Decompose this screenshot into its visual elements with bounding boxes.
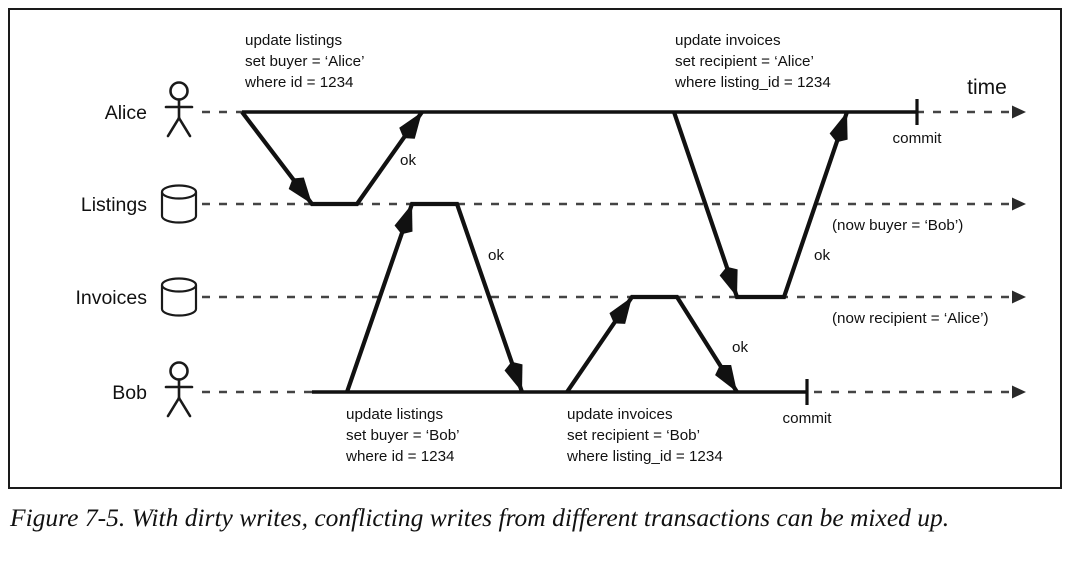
ok-label-ok-bob-listings: ok (488, 247, 504, 264)
message-path-alice-write-invoices (672, 111, 849, 300)
statement-line-bob-update-invoices-1: set recipient = ‘Bob’ (567, 427, 700, 444)
statement-line-bob-update-invoices-0: update invoices (567, 406, 673, 423)
statement-line-alice-update-invoices-2: where listing_id = 1234 (674, 74, 831, 91)
arrowhead-response-bob-write-listings (504, 361, 523, 392)
statement-line-bob-update-listings-1: set buyer = ‘Bob’ (346, 427, 460, 444)
message-path-bob-write-invoices (565, 294, 739, 394)
statement-line-alice-update-invoices-0: update invoices (675, 32, 781, 49)
statement-line-bob-update-listings-0: update listings (346, 406, 444, 423)
arrowhead-response-alice-write-invoices (829, 112, 848, 143)
lane-arrowhead-listings (1012, 197, 1026, 211)
lane-label-bob: Bob (112, 382, 147, 404)
statement-line-alice-update-listings-0: update listings (245, 32, 343, 49)
actor-icon-bob (164, 361, 194, 418)
message-path-alice-write-listings (240, 110, 424, 207)
actor-icon-alice (164, 81, 194, 138)
ok-label-ok-bob-invoices: ok (732, 339, 748, 356)
statement-line-alice-update-invoices-1: set recipient = ‘Alice’ (675, 53, 814, 70)
arrowhead-request-bob-write-invoices (609, 297, 632, 324)
time-axis-label: time (967, 76, 1007, 99)
ok-label-ok-alice-invoices: ok (814, 247, 830, 264)
lane-arrowhead-invoices (1012, 290, 1026, 304)
statement-line-bob-update-listings-2: where id = 1234 (345, 448, 455, 465)
statement-line-alice-update-listings-1: set buyer = ‘Alice’ (245, 53, 364, 70)
arrowhead-request-bob-write-listings (394, 204, 413, 235)
message-path-bob-write-listings (345, 201, 524, 393)
ok-label-ok-alice-listings: ok (400, 152, 416, 169)
database-icon-invoices (160, 277, 198, 317)
arrowhead-response-alice-write-listings (399, 112, 422, 139)
commit-label-bob-commit: commit (783, 410, 833, 427)
lane-label-alice: Alice (105, 102, 147, 124)
arrowhead-response-bob-write-invoices (715, 364, 737, 392)
lane-arrowhead-bob (1012, 385, 1026, 399)
statement-line-alice-update-listings-2: where id = 1234 (244, 74, 354, 91)
lane-label-invoices: Invoices (75, 287, 147, 309)
arrowhead-request-alice-write-listings (288, 177, 312, 204)
figure-caption: Figure 7-5. With dirty writes, conflicti… (10, 503, 950, 532)
database-icon-listings (160, 184, 198, 224)
commit-label-alice-commit: commit (893, 130, 943, 147)
state-note-invoices-note: (now recipient = ‘Alice’) (832, 310, 989, 327)
statement-line-bob-update-invoices-2: where listing_id = 1234 (566, 448, 723, 465)
lane-label-listings: Listings (81, 194, 147, 216)
lane-arrowhead-alice (1012, 105, 1026, 119)
arrowhead-request-alice-write-invoices (719, 266, 738, 297)
state-note-listings-note: (now buyer = ‘Bob’) (832, 217, 963, 234)
